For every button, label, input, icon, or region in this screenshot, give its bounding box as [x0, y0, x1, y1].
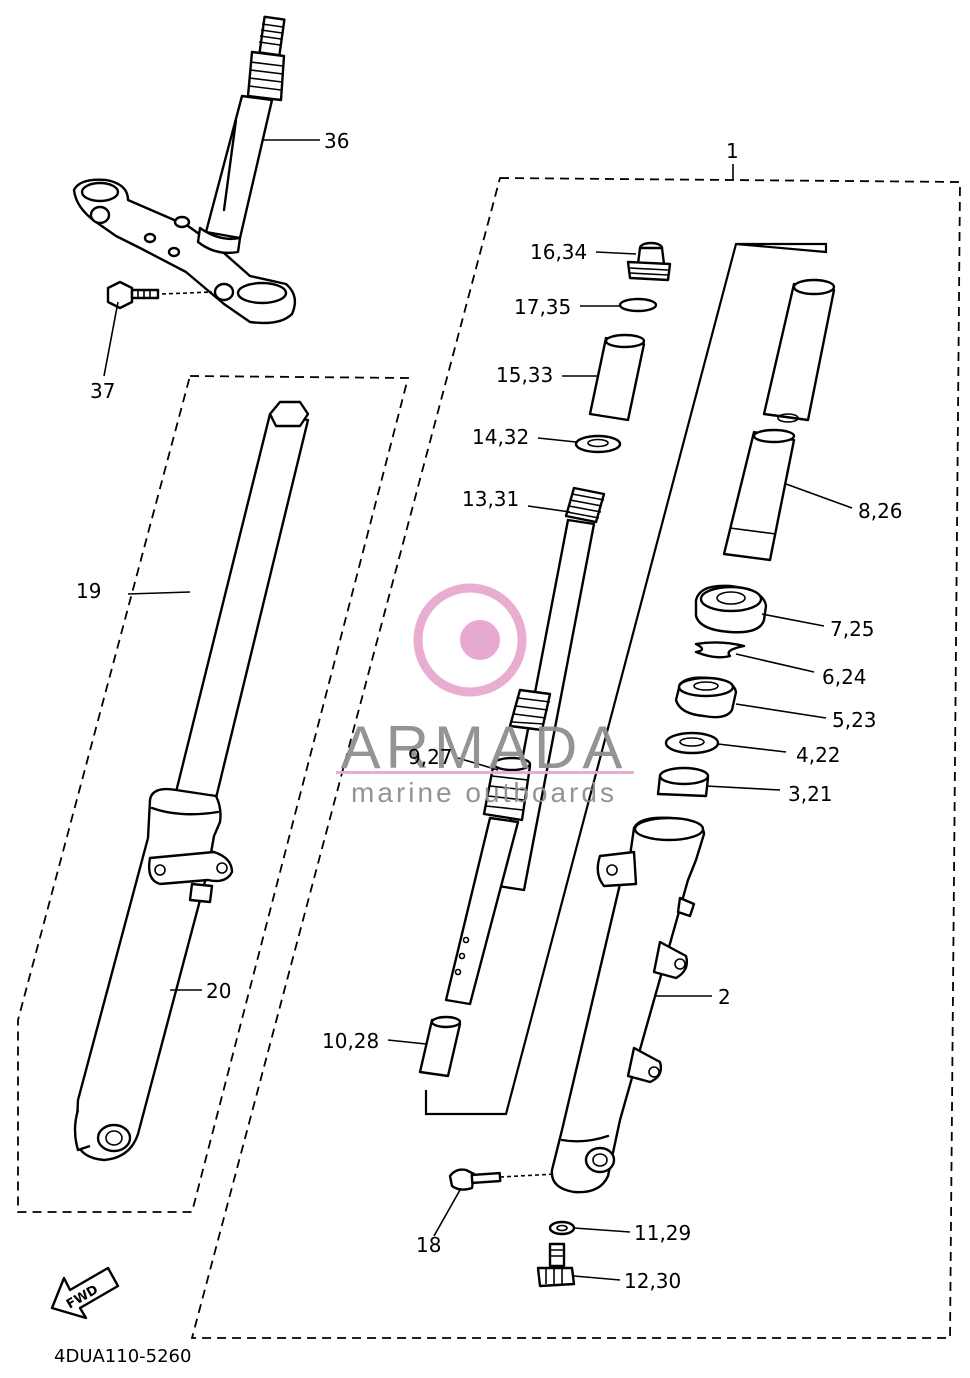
watermark-propeller-icon	[413, 583, 527, 697]
callout-19: 19	[76, 579, 101, 603]
callout-36: 36	[324, 129, 349, 153]
callout-37: 37	[90, 379, 115, 403]
watermark-underline	[336, 771, 634, 774]
callout-7-25: 7,25	[830, 617, 875, 641]
callouts: 1 36 37 19 20 16,34 17,35 15,33 14,32 13…	[76, 129, 903, 1293]
boundary-inner	[424, 242, 828, 1116]
washer-14-32	[574, 434, 622, 454]
callout-17-35: 17,35	[514, 295, 571, 319]
callout-2: 2	[718, 985, 731, 1009]
fwd-arrow-icon: FWD	[50, 1266, 120, 1320]
dust-seal-7-25	[694, 584, 768, 634]
callout-9-27: 9,27	[408, 745, 453, 769]
bolt-37	[106, 280, 213, 310]
callout-5-23: 5,23	[832, 708, 877, 732]
callout-12-30: 12,30	[624, 1269, 681, 1293]
callout-14-32: 14,32	[472, 425, 529, 449]
oil-seal-5-23	[674, 676, 738, 719]
rebound-spring	[508, 688, 552, 732]
under-bracket	[72, 178, 297, 325]
left-fork-assembly-20	[73, 400, 310, 1162]
inner-tube-8-26	[722, 428, 796, 562]
washer-11-29	[548, 1220, 576, 1236]
washer-4-22	[664, 731, 720, 755]
bolt-18	[448, 1168, 557, 1191]
callout-6-24: 6,24	[822, 665, 867, 689]
clip-6-24	[694, 641, 746, 659]
callout-4-22: 4,22	[796, 743, 841, 767]
leader-lines	[103, 139, 853, 1281]
drain-bolt-12-30	[536, 1242, 576, 1288]
callout-10-28: 10,28	[322, 1029, 379, 1053]
watermark-logo: ARMADA marine outboards	[336, 583, 634, 808]
watermark-brand: ARMADA	[341, 714, 628, 781]
callout-15-33: 15,33	[496, 363, 553, 387]
callout-1: 1	[726, 139, 739, 163]
callout-8-26: 8,26	[858, 499, 903, 523]
oil-lock-10-28	[418, 1015, 462, 1078]
outer-tube-2	[550, 816, 706, 1194]
callout-20: 20	[206, 979, 231, 1003]
cap-bolt-16-34	[626, 241, 672, 282]
callout-16-34: 16,34	[530, 240, 587, 264]
boundary-19	[17, 375, 410, 1213]
callout-11-29: 11,29	[634, 1221, 691, 1245]
o-ring-17-35	[618, 297, 658, 313]
callout-3-21: 3,21	[788, 782, 833, 806]
watermark-hub-icon	[460, 620, 500, 660]
inner-rod	[444, 816, 520, 1006]
piston-9-27	[482, 756, 532, 822]
inner-tube-top	[762, 278, 836, 423]
collar-15-33	[588, 333, 646, 422]
callout-18: 18	[416, 1233, 441, 1257]
steering-stem-36	[204, 15, 286, 240]
boundary-1	[190, 177, 961, 1339]
diagram-code: 4DUA110-5260	[54, 1346, 191, 1367]
bushing-3-21	[656, 766, 710, 798]
callout-13-31: 13,31	[462, 487, 519, 511]
watermark-tagline: marine outboards	[351, 777, 617, 808]
